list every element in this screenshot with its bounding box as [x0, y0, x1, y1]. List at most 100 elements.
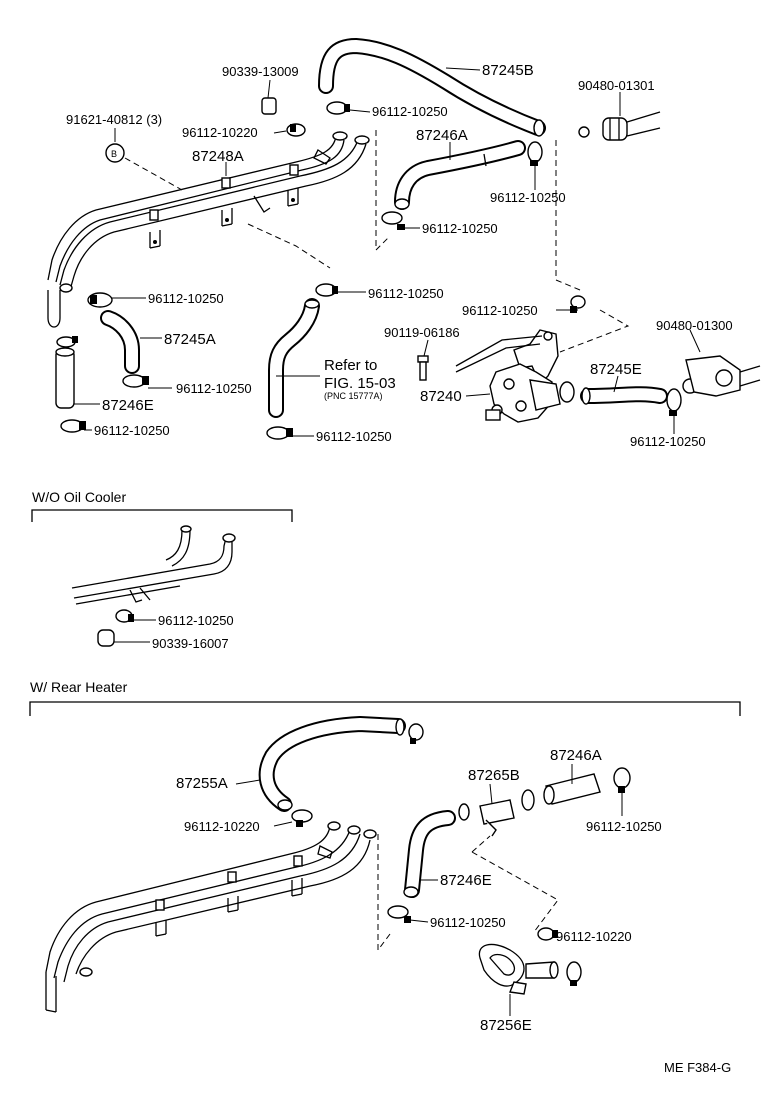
clamp-icon [408, 723, 424, 744]
part-label: 90119-06186 [384, 325, 460, 340]
leader-line [465, 393, 491, 397]
clamp-icon [381, 211, 405, 230]
grommet-90480-01301 [578, 111, 661, 141]
hose-87246e [47, 290, 75, 409]
section-header-wo-oil-cooler: W/O Oil Cooler [32, 489, 126, 505]
clamp-icon [291, 809, 313, 827]
dashed-leader [124, 157, 183, 191]
leader-line [273, 130, 287, 134]
clamp-icon [286, 123, 306, 137]
clamp-icon [387, 905, 411, 923]
clamp-icon [115, 609, 134, 623]
diagram-code: ME F384-G [664, 1060, 731, 1075]
part-label: 87255A [176, 775, 228, 792]
part-label: 87246A [416, 127, 468, 144]
clamp-icon [566, 961, 582, 986]
refer-note: (PNC 15777A) [324, 391, 383, 401]
clamp-icon [60, 419, 86, 433]
part-label: 96112-10250 [148, 291, 224, 306]
part-label: 96112-10250 [630, 434, 706, 449]
part-label: 96112-10250 [94, 423, 170, 438]
hose-87245b [318, 38, 546, 137]
leader-line [489, 783, 493, 805]
part-label: 96112-10220 [182, 125, 258, 140]
clamp-icon [613, 767, 631, 793]
part-label: 96112-10250 [422, 221, 498, 236]
part-label: 96112-10220 [184, 819, 260, 834]
part-label: 96112-10250 [176, 381, 252, 396]
leader-line [613, 375, 619, 393]
hose-87255a [258, 716, 406, 812]
part-label: 87265B [468, 767, 520, 784]
dashed-leader [247, 223, 331, 269]
dashed-leader [377, 834, 391, 952]
hose-87245e [580, 386, 668, 405]
section-bracket [29, 701, 741, 716]
part-label: 90339-16007 [152, 636, 229, 651]
refer-note: FIG. 15-03 [324, 375, 396, 392]
part-label: 96112-10220 [556, 929, 632, 944]
water-outlet-87240 [455, 329, 561, 423]
part-label: 87240 [420, 388, 462, 405]
part-label: 87246E [102, 397, 154, 414]
leader-line [273, 821, 293, 827]
clamp-icon [87, 292, 113, 308]
part-label: 87245E [590, 361, 642, 378]
part-label: 96112-10250 [490, 190, 566, 205]
leader-line [689, 329, 701, 353]
part-label: 96112-10250 [586, 819, 662, 834]
part-label: 96112-10250 [462, 303, 538, 318]
section-header-w-rear-heater: W/ Rear Heater [30, 679, 128, 695]
cap-90339-13009 [261, 97, 277, 115]
hose-87256e [478, 943, 559, 995]
cap-90339-16007 [97, 629, 115, 647]
pipe-assembly-rear-heater [45, 821, 377, 1013]
clamp-icon [122, 374, 149, 388]
part-label: 87246E [440, 872, 492, 889]
leader-line [423, 339, 429, 357]
leader-line [267, 79, 271, 99]
part-label: 90480-01300 [656, 318, 733, 333]
dashed-leader [555, 140, 581, 291]
part-label: 87248A [192, 148, 244, 165]
part-label: 87245A [164, 331, 216, 348]
leader-line [445, 67, 481, 71]
clamp-icon [326, 101, 350, 115]
dashed-leader [471, 835, 559, 933]
hose-87245a [100, 310, 140, 374]
grommet-90480-01300 [682, 355, 761, 397]
refer-note: Refer to [324, 357, 377, 374]
leader-line [349, 109, 371, 113]
pipe-assembly-87248a [47, 131, 370, 293]
clamp-icon [559, 381, 575, 403]
clamp-icon [56, 336, 78, 348]
bolt-symbol-label: B [111, 149, 117, 159]
hose-87246a-rear [543, 773, 601, 805]
dashed-leader [375, 130, 391, 252]
section-bracket [31, 509, 293, 522]
part-label: 87246A [550, 747, 602, 764]
pipe-wo-oil-cooler [71, 525, 236, 605]
bolt-symbol-b [105, 143, 125, 163]
dashed-leader [559, 309, 630, 353]
part-label: 96112-10250 [316, 429, 392, 444]
leader-line [235, 779, 261, 785]
hose-center [268, 298, 320, 418]
part-label: 96112-10250 [430, 915, 506, 930]
part-label: 96112-10250 [368, 286, 444, 301]
hose-87246e-rear [403, 810, 456, 898]
clamp-icon [666, 388, 682, 416]
part-label: 90339-13009 [222, 64, 299, 79]
part-label: 96112-10250 [158, 613, 234, 628]
union-87265b [458, 789, 535, 837]
part-label: 96112-10250 [372, 104, 448, 119]
part-label: 87245B [482, 62, 534, 79]
part-label: 90480-01301 [578, 78, 655, 93]
bolt-90119-06186 [417, 355, 429, 381]
leader-line [409, 919, 429, 923]
hose-87246a [394, 140, 526, 210]
clamp-icon [266, 426, 293, 440]
clamp-icon [315, 283, 338, 297]
part-label: 87256E [480, 1017, 532, 1034]
